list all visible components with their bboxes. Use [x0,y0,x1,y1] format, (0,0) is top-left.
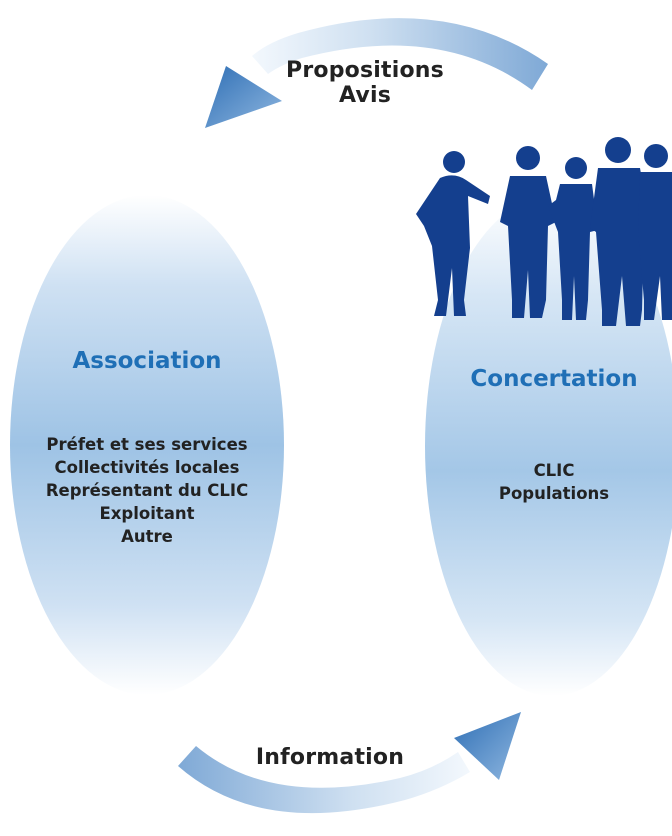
member-representant: Représentant du CLIC [45,481,249,500]
bottom-arrowhead-icon [454,712,521,780]
top-flow-label: Propositions Avis [260,58,470,108]
member-prefet: Préfet et ses services [46,435,248,454]
top-flow-arrow [205,18,548,128]
information-label: Information [255,745,405,770]
bottom-flow-arrow [178,712,521,814]
member-exploitant: Exploitant [99,504,195,523]
top-arrowhead-icon [205,66,282,128]
concertation-members: CLIC Populations [436,459,672,505]
member-collectivites: Collectivités locales [54,458,240,477]
member-populations: Populations [498,484,610,503]
concertation-title: Concertation [470,366,638,392]
propositions-label: Propositions [286,58,444,83]
association-title: Association [72,348,222,374]
association-ellipse [10,195,284,695]
avis-label: Avis [338,83,392,108]
member-clic: CLIC [533,461,575,480]
people-silhouettes-icon [416,137,672,326]
association-members: Préfet et ses services Collectivités loc… [0,433,294,548]
member-autre: Autre [121,527,173,546]
